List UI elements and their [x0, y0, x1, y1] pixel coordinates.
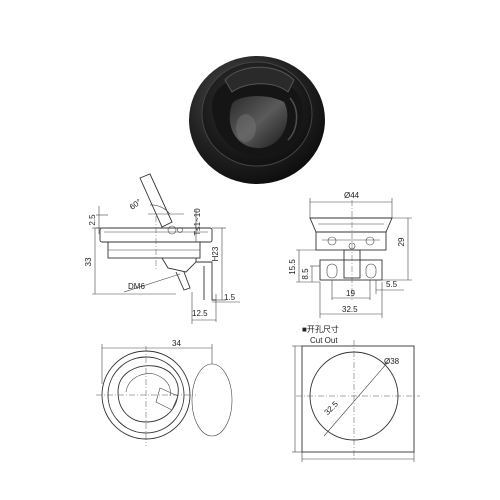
dim-thickness: T≤1~10 [193, 208, 202, 236]
dim-1-5: 1.5 [224, 293, 236, 302]
cutout-title-cn: ■开孔尺寸 [302, 324, 339, 334]
thread-dm6: DM6 [128, 282, 145, 291]
dim-5-5: 5.5 [386, 280, 398, 289]
dia-44: Ø44 [344, 191, 360, 200]
side-view-right: Ø44 29 15.5 8.5 19 5.5 32.5 [288, 191, 412, 318]
dim-29: 29 [397, 237, 406, 246]
dim-2-5: 2.5 [88, 214, 97, 226]
cutout-dim-32-5: 32.5 [323, 399, 341, 417]
product-photo [189, 56, 325, 184]
top-view: 34 [96, 339, 233, 446]
dim-33: 33 [84, 257, 93, 266]
dim-12-5: 12.5 [192, 309, 208, 318]
dim-angle: 60° [128, 197, 143, 211]
side-view-left: 2.5 60° T≤1~10 33 H23 DM6 1.5 12.5 [84, 173, 240, 324]
dim-8-5: 8.5 [301, 268, 310, 280]
dim-15-5: 15.5 [288, 259, 297, 275]
dim-34: 34 [172, 339, 181, 348]
dim-19: 19 [346, 289, 355, 298]
dim-h23: H23 [211, 246, 220, 261]
cutout-view: ■开孔尺寸 Cut Out Ø38 32.5 [292, 324, 420, 462]
dim-32-5: 32.5 [342, 305, 358, 314]
cutout-title-en: Cut Out [310, 336, 338, 345]
dia-38: Ø38 [384, 357, 400, 366]
